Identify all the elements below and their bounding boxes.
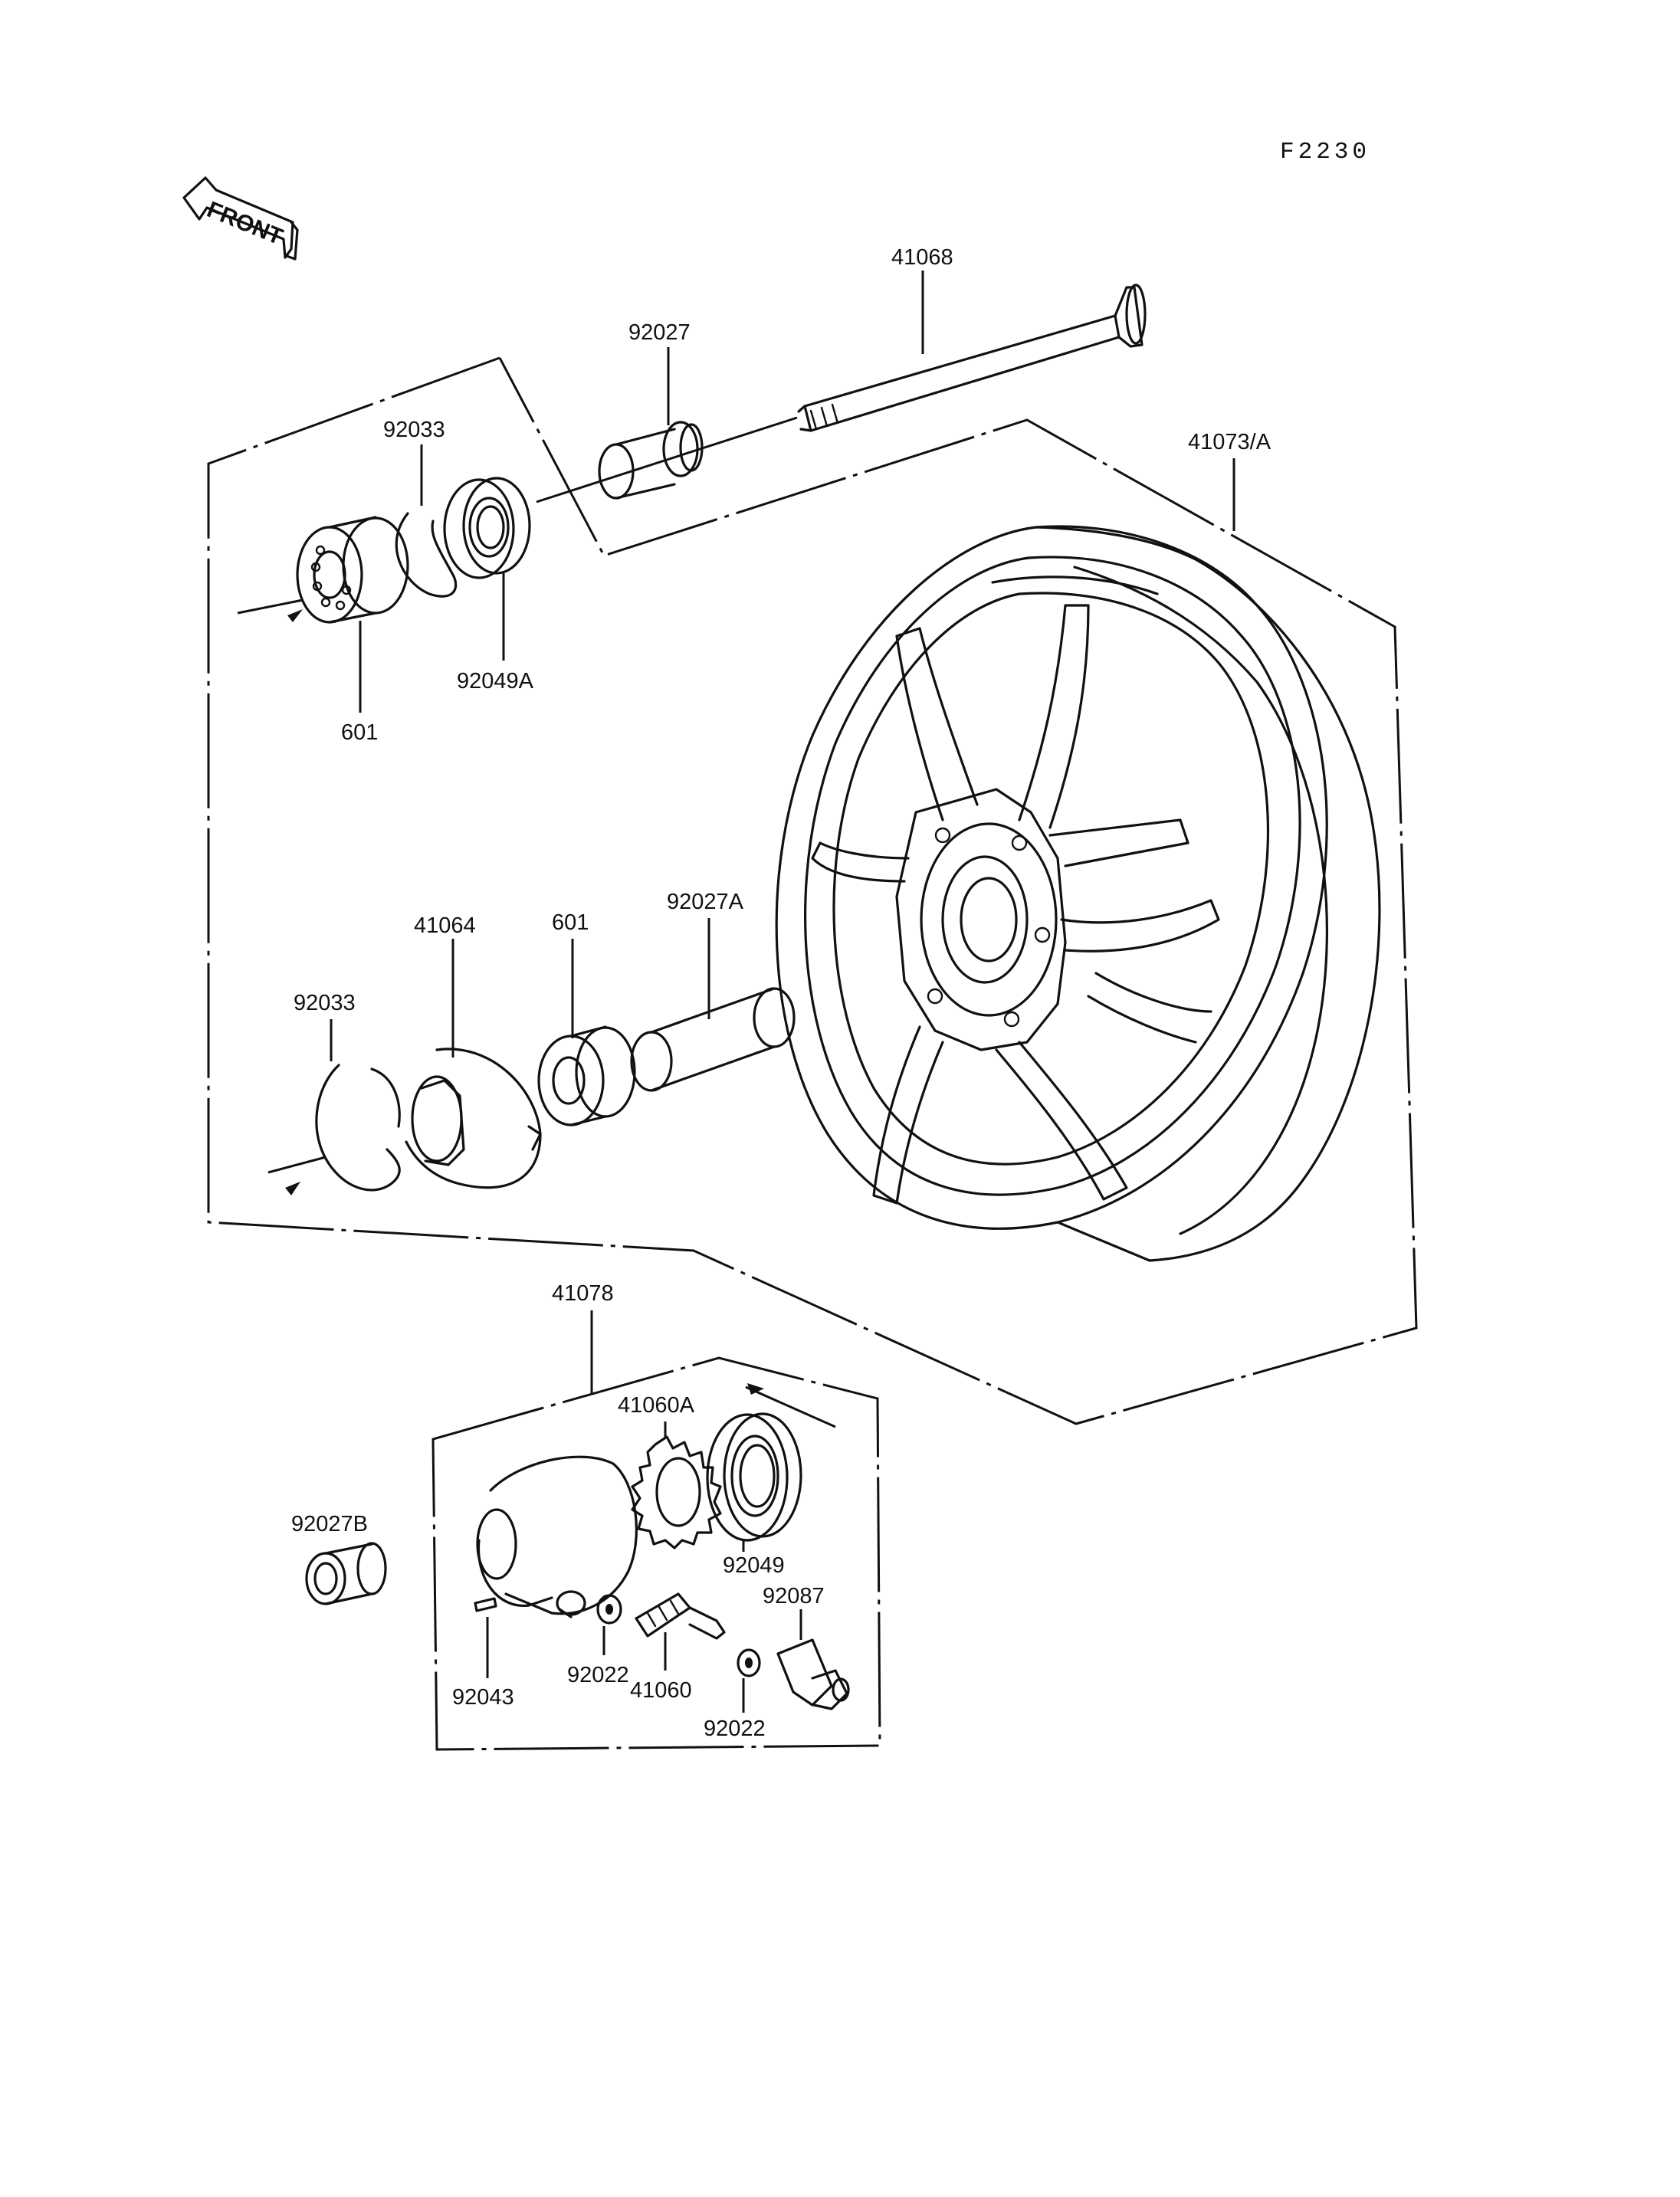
bushing: [776, 1609, 850, 1710]
gear-housing-frame: [431, 1356, 881, 1751]
gear-housing: [476, 1310, 638, 1618]
callout-circlip-top: 92033: [383, 418, 445, 442]
collar-b: [305, 1542, 387, 1605]
figure-code: F2230: [1280, 139, 1370, 166]
callout-bushing: 92087: [763, 1584, 825, 1608]
bearing-bottom: [537, 939, 636, 1126]
callout-collar-left: 92027: [628, 320, 691, 345]
wheel-rim: [775, 525, 1381, 1262]
wheel-hub: [895, 788, 1189, 1051]
pinion: [635, 1592, 726, 1671]
drive-gear: [631, 1421, 722, 1549]
callout-oil-seal-top: 92049A: [457, 669, 534, 694]
callout-bearing-bottom: 601: [552, 910, 589, 935]
oil-seal-top: [443, 477, 531, 661]
callout-wheel: 41073/A: [1188, 430, 1271, 454]
callout-oil-seal-housing: 92049: [723, 1553, 785, 1578]
washer-right: [737, 1648, 761, 1713]
callout-circlip-bottom: 92033: [294, 991, 356, 1015]
callout-washer-left: 92022: [567, 1663, 629, 1687]
axle: [536, 271, 1147, 503]
oil-seal-housing: [706, 1383, 836, 1552]
callout-bearing-top: 601: [341, 720, 378, 745]
circlip-top: [395, 444, 458, 598]
coupling: [405, 939, 542, 1189]
callout-axle: 41068: [891, 245, 953, 270]
collar-left: [598, 347, 704, 500]
circlip-bottom: [267, 1019, 401, 1195]
hub-frame: [207, 356, 1418, 1425]
callout-spacer: 92027A: [667, 890, 744, 914]
callout-coupling: 41064: [414, 913, 476, 938]
callout-gear-housing-assy: 41078: [552, 1281, 614, 1306]
callout-pin: 92043: [452, 1685, 514, 1710]
front-arrow-icon: FRONT: [182, 176, 299, 261]
spacer: [630, 918, 796, 1092]
wheel-spokes: [811, 604, 1220, 1205]
front-label: FRONT: [203, 197, 286, 250]
callout-washer-right: 92022: [704, 1717, 766, 1741]
callout-pinion: 41060: [630, 1678, 692, 1703]
pin: [474, 1597, 497, 1678]
bearing-top: [237, 516, 409, 713]
washer-left: [596, 1594, 622, 1655]
callout-collar-b: 92027B: [291, 1512, 368, 1536]
callout-drive-gear: 41060A: [618, 1393, 695, 1418]
